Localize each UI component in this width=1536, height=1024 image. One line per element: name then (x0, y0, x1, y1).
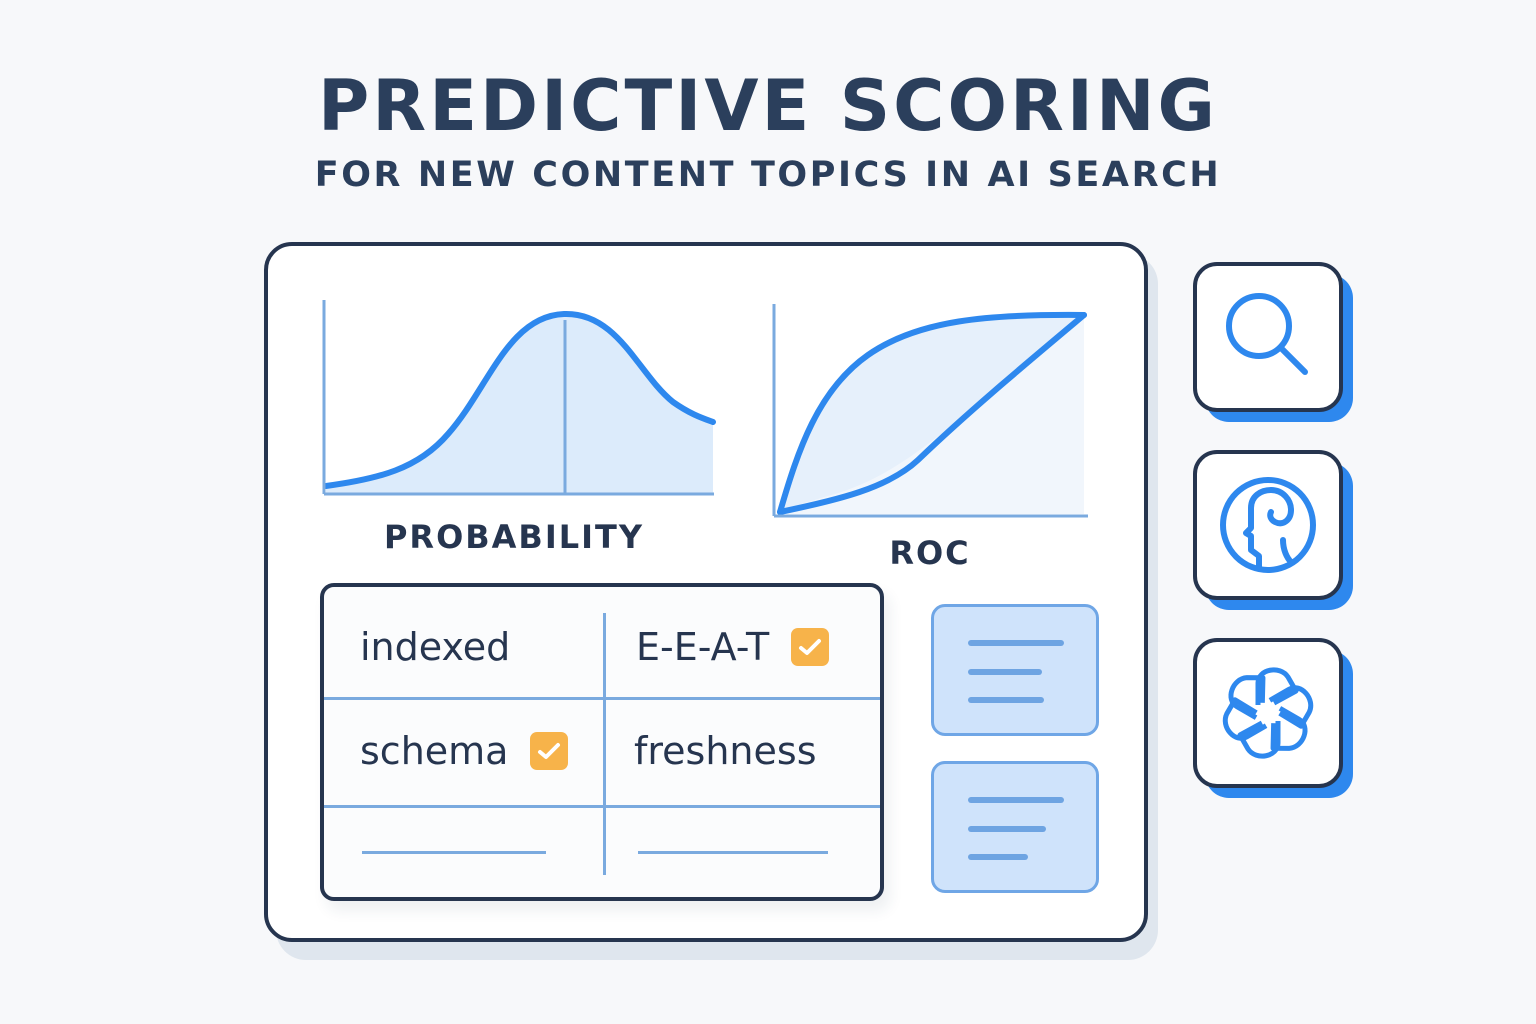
probability-chart (318, 294, 718, 500)
probability-label: PROBABILITY (383, 518, 645, 556)
table-cell-freshness: freshness (634, 721, 817, 781)
table-divider-row2 (324, 805, 880, 808)
cell-label: indexed (360, 625, 511, 669)
checkbox-checked-icon[interactable] (530, 732, 569, 770)
table-divider-row1 (324, 697, 880, 700)
page-subtitle: FOR NEW CONTENT TOPICS IN AI SEARCH (314, 155, 1222, 195)
cell-label: freshness (634, 729, 817, 773)
text-line (968, 697, 1044, 703)
ai-head-icon (1220, 477, 1316, 573)
openai-logo-icon (1222, 667, 1314, 759)
openai-tile[interactable] (1193, 638, 1353, 798)
roc-chart (768, 300, 1092, 522)
text-line (968, 669, 1042, 675)
text-line (968, 797, 1064, 803)
table-cell-indexed: indexed (360, 617, 510, 677)
search-icon (1226, 293, 1308, 375)
table-cell-eeat: E-E-A-T (636, 617, 830, 677)
checkbox-checked-icon[interactable] (791, 628, 830, 666)
placeholder-line (362, 851, 546, 854)
text-line (968, 826, 1046, 832)
ai-head-tile[interactable] (1193, 450, 1353, 610)
summary-card-1[interactable] (931, 604, 1099, 736)
text-line (968, 640, 1064, 646)
signals-table: indexed E-E-A-T schema freshness (320, 583, 884, 901)
table-divider-vertical (603, 613, 606, 875)
search-tile[interactable] (1193, 262, 1353, 422)
cell-label: schema (360, 729, 509, 773)
cell-label: E-E-A-T (636, 625, 770, 669)
summary-card-2[interactable] (931, 761, 1099, 893)
table-cell-schema: schema (360, 721, 569, 781)
page-title: PREDICTIVE SCORING (318, 65, 1218, 147)
placeholder-line (638, 851, 828, 854)
text-line (968, 854, 1028, 860)
roc-label: ROC (889, 534, 971, 572)
